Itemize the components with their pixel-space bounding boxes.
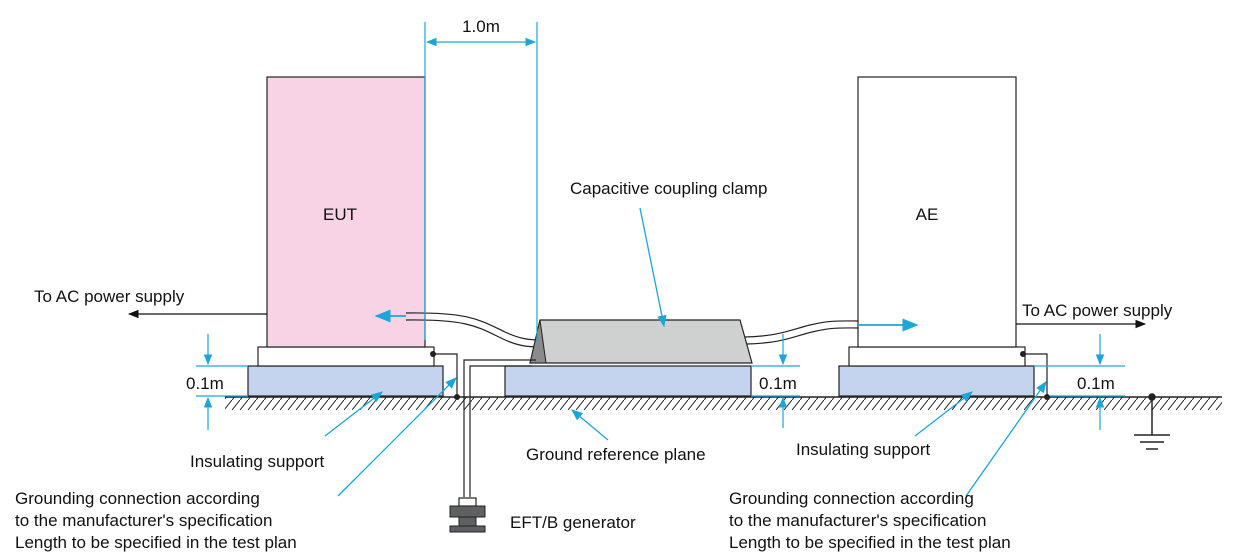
ae-label: AE <box>916 205 939 224</box>
grounding-label-left-line2: to the manufacturer's specification <box>15 511 272 530</box>
earth-ground-icon <box>1134 393 1170 450</box>
leader-grounding-left <box>337 377 457 497</box>
dimension-1m-label: 1.0m <box>462 17 500 36</box>
grounding-label-right-line1: Grounding connection according <box>729 489 974 508</box>
height-label-left: 0.1m <box>186 374 224 393</box>
grounding-label-right-line2: to the manufacturer's specification <box>729 511 986 530</box>
grounding-label-left-line3: Length to be specified in the test plan <box>15 533 297 552</box>
dimension-1m <box>424 22 538 342</box>
cable-eut-to-clamp <box>405 312 541 348</box>
leader-clamp <box>639 207 667 328</box>
height-dim-middle <box>751 334 800 428</box>
ac-label-left: To AC power supply <box>34 287 185 306</box>
clamp-label: Capacitive coupling clamp <box>570 179 768 198</box>
generator-label: EFT/B generator <box>510 513 636 532</box>
insulating-label-right: Insulating support <box>796 440 930 459</box>
height-dim-left <box>196 334 248 430</box>
leader-insulating-right <box>914 391 973 437</box>
insulating-support-left <box>247 365 444 397</box>
grounding-label-left-line1: Grounding connection according <box>15 489 260 508</box>
grounding-label-right-line3: Length to be specified in the test plan <box>729 533 1011 552</box>
eftb-generator-icon <box>449 497 486 533</box>
callout-leaders <box>324 207 1047 497</box>
ae-box <box>857 76 1017 348</box>
eut-base <box>257 346 435 367</box>
eut-label: EUT <box>323 205 357 224</box>
height-label-middle: 0.1m <box>759 374 797 393</box>
generator-cable <box>463 359 536 497</box>
insulating-label-left: Insulating support <box>190 452 324 471</box>
leader-grounding-right <box>965 381 1047 497</box>
leader-ground-plane <box>571 409 609 441</box>
capacitive-coupling-clamp <box>529 319 753 364</box>
grounding-wire-left <box>430 351 460 400</box>
eut-box <box>266 76 426 348</box>
ground-plane-label: Ground reference plane <box>526 445 706 464</box>
insulating-support-middle <box>504 365 752 397</box>
grounding-wire-right <box>1020 351 1050 400</box>
ground-hatch <box>225 396 1222 410</box>
insulating-support-right <box>838 365 1035 397</box>
ac-label-right: To AC power supply <box>1022 301 1173 320</box>
cable-clamp-to-ae <box>744 320 859 345</box>
height-dim-right <box>1034 334 1125 430</box>
ae-base <box>848 346 1026 367</box>
leader-insulating-left <box>324 391 383 437</box>
height-label-right: 0.1m <box>1077 374 1115 393</box>
